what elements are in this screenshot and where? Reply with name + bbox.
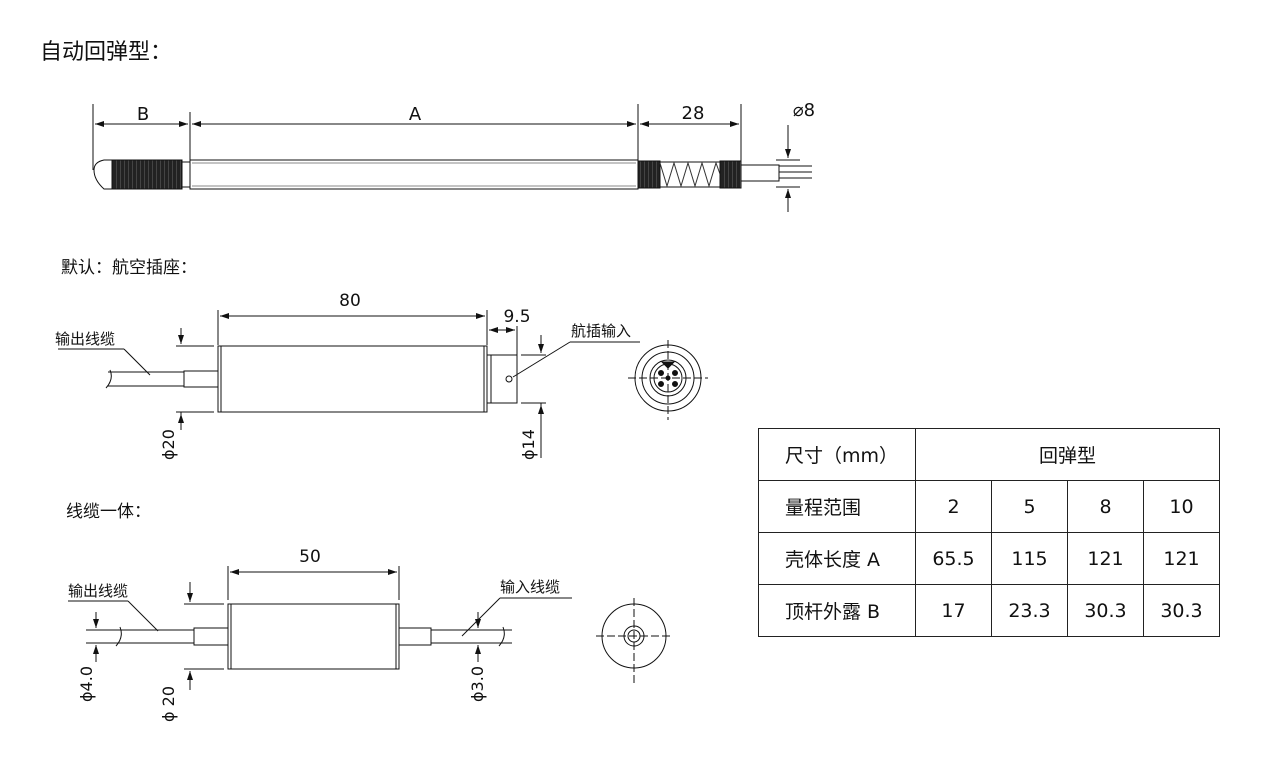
table-cell: 65.5 [915,532,992,585]
dim-label-a: A [409,104,422,125]
sensor-body [189,159,639,190]
dim-label-50: 50 [299,547,321,567]
dim-label-b: B [137,104,149,125]
row-label: 量程范围 [758,480,916,533]
sensor-top-view [92,104,812,212]
row-label: 顶杆外露 B [758,584,916,637]
table-header-type: 回弹型 [915,428,1220,481]
table-cell: 30.3 [1143,584,1220,637]
table-header-row: 尺寸（mm） 回弹型 [758,428,1220,481]
label-plug-input: 航插输入 [571,322,631,340]
row-label: 壳体长度 A [758,532,916,585]
spring [659,161,721,188]
dim-label-dia-20-b: ϕ 20 [159,686,178,722]
dim-label-dia-4: ϕ4.0 [77,666,96,702]
table-row: 顶杆外露 B 17 23.3 30.3 30.3 [758,584,1220,637]
table-cell: 2 [915,480,992,533]
table-cell: 8 [1067,480,1144,533]
housing-body-cable [227,603,400,670]
sensor-cable-integrated-view [68,566,672,690]
table-header-label: 尺寸（mm） [758,428,916,481]
dim-label-diameter: ⌀8 [793,100,815,121]
dim-label-80: 80 [339,291,361,311]
dim-label-dia-14: ϕ14 [519,429,538,460]
sensor-aviation-plug-view [58,310,708,458]
table-cell: 17 [915,584,992,637]
table-cell: 30.3 [1067,584,1144,637]
housing-body [217,345,488,413]
threaded-rod [111,159,183,190]
label-output-cable: 输出线缆 [55,330,115,348]
dim-label-spring: 28 [682,103,705,124]
dim-label-9-5: 9.5 [503,307,530,327]
table-cell: 10 [1143,480,1220,533]
page-title: 自动回弹型： [40,40,173,65]
table-cell: 121 [1143,532,1220,585]
spec-table: 尺寸（mm） 回弹型 量程范围 2 5 8 10 壳体长度 A 65.5 115… [758,428,1220,637]
table-row: 壳体长度 A 65.5 115 121 121 [758,532,1220,585]
section-title-cable-integrated: 线缆一体： [66,502,151,522]
table-cell: 5 [991,480,1068,533]
label-output-cable-2: 输出线缆 [68,582,128,600]
label-input-cable: 输入线缆 [500,578,560,596]
table-cell: 23.3 [991,584,1068,637]
table-cell: 121 [1067,532,1144,585]
section-title-aviation-plug: 默认：航空插座： [61,258,197,278]
table-row: 量程范围 2 5 8 10 [758,480,1220,533]
dim-label-dia-3: ϕ3.0 [468,666,487,702]
table-cell: 115 [991,532,1068,585]
dim-label-dia-20: ϕ20 [159,429,178,460]
